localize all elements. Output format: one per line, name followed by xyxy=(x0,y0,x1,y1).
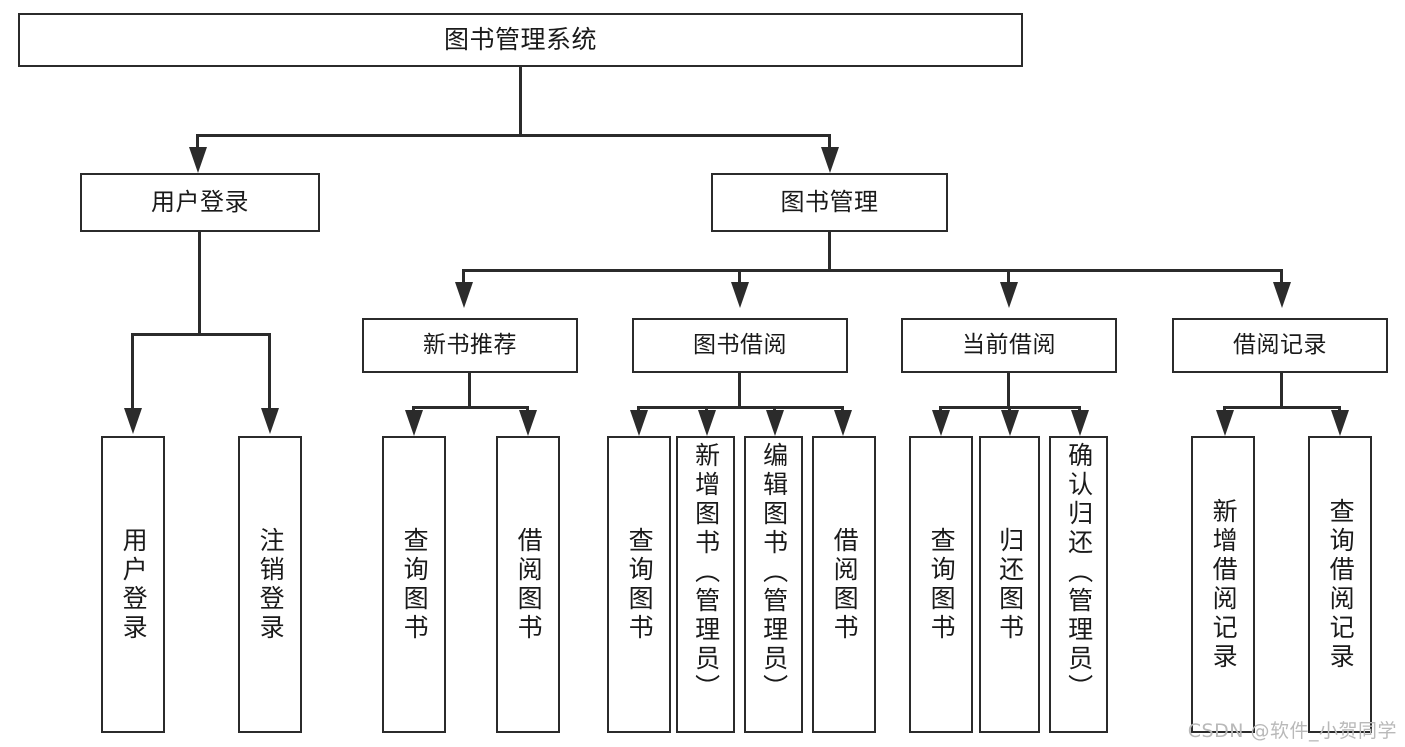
leaf-logout[interactable]: 注销登录 xyxy=(238,436,302,733)
node-book-borrow-label: 图书借阅 xyxy=(693,331,787,358)
node-root-system-label: 图书管理系统 xyxy=(443,25,597,55)
leaf-nbr-query-book[interactable]: 查询图书 xyxy=(382,436,446,733)
node-book-manage[interactable]: 图书管理 xyxy=(711,173,948,232)
leaf-cb-return-book[interactable]: 归还图书 xyxy=(979,436,1040,733)
arrowhead-leaf-nbr-query-book xyxy=(405,410,423,436)
arrowhead-leaf-logout xyxy=(261,408,279,434)
connector-book-manage-stem xyxy=(828,232,831,271)
arrowhead-leaf-cb-query-book xyxy=(932,410,950,436)
arrowhead-leaf-bb-borrow-book xyxy=(834,410,852,436)
leaf-user-login[interactable]: 用户登录 xyxy=(101,436,165,733)
leaf-bb-query-book-label: 查询图书 xyxy=(625,526,655,643)
node-borrow-record[interactable]: 借阅记录 xyxy=(1172,318,1388,373)
connector-user-login-bar xyxy=(131,333,270,336)
arrowhead-new-book-recommend xyxy=(455,282,473,308)
leaf-bb-edit-book[interactable]: 编辑图书（管理员） xyxy=(744,436,803,733)
arrowhead-borrow-record xyxy=(1273,282,1291,308)
connector-borrow-record-bar xyxy=(1223,406,1341,409)
leaf-br-add-record[interactable]: 新增借阅记录 xyxy=(1191,436,1255,733)
connector-root-to-user-login xyxy=(196,134,199,153)
connector-user-login-child-2 xyxy=(268,333,271,413)
node-book-borrow[interactable]: 图书借阅 xyxy=(632,318,848,373)
connector-book-borrow-bar xyxy=(637,406,844,409)
node-borrow-record-label: 借阅记录 xyxy=(1233,331,1327,358)
node-current-borrow[interactable]: 当前借阅 xyxy=(901,318,1117,373)
arrowhead-leaf-br-query-record xyxy=(1331,410,1349,436)
leaf-logout-label: 注销登录 xyxy=(256,526,286,643)
connector-current-borrow-stem xyxy=(1007,373,1010,408)
node-root-system[interactable]: 图书管理系统 xyxy=(18,13,1023,67)
connector-new-book-recommend-stem xyxy=(468,373,471,408)
leaf-nbr-borrow-book-label: 借阅图书 xyxy=(514,526,544,643)
node-user-login-label: 用户登录 xyxy=(151,188,249,217)
arrowhead-leaf-br-add-record xyxy=(1216,410,1234,436)
leaf-user-login-inner: 用户登录 xyxy=(103,438,163,731)
arrowhead-leaf-nbr-borrow-book xyxy=(519,410,537,436)
connector-book-manage-child-3 xyxy=(1007,269,1010,287)
leaf-cb-query-book-label: 查询图书 xyxy=(927,526,957,643)
arrowhead-current-borrow xyxy=(1000,282,1018,308)
arrowhead-book-manage xyxy=(821,147,839,173)
leaf-bb-edit-book-inner: 编辑图书（管理员） xyxy=(746,438,801,735)
watermark-text: CSDN @软件_小贺同学 xyxy=(1187,720,1397,742)
leaf-bb-edit-book-label: 编辑图书（管理员） xyxy=(759,442,789,703)
connector-root-bar xyxy=(196,134,831,137)
leaf-bb-query-book[interactable]: 查询图书 xyxy=(607,436,671,733)
leaf-cb-confirm-return-inner: 确认归还（管理员） xyxy=(1051,438,1106,735)
connector-book-manage-child-1 xyxy=(462,269,465,287)
arrowhead-book-borrow xyxy=(731,282,749,308)
leaf-cb-confirm-return[interactable]: 确认归还（管理员） xyxy=(1049,436,1108,733)
connector-book-manage-child-2 xyxy=(738,269,741,287)
leaf-bb-add-book-inner: 新增图书（管理员） xyxy=(678,438,733,735)
arrowhead-leaf-cb-confirm-return xyxy=(1071,410,1089,436)
leaf-cb-return-book-inner: 归还图书 xyxy=(981,438,1038,731)
node-user-login[interactable]: 用户登录 xyxy=(80,173,320,232)
leaf-user-login-label: 用户登录 xyxy=(119,526,149,643)
leaf-cb-query-book-inner: 查询图书 xyxy=(911,438,971,731)
leaf-cb-confirm-return-label: 确认归还（管理员） xyxy=(1064,442,1094,703)
leaf-bb-add-book[interactable]: 新增图书（管理员） xyxy=(676,436,735,733)
leaf-bb-borrow-book-inner: 借阅图书 xyxy=(814,438,874,731)
leaf-br-add-record-inner: 新增借阅记录 xyxy=(1193,438,1253,731)
leaf-nbr-query-book-inner: 查询图书 xyxy=(384,438,444,731)
arrowhead-leaf-cb-return-book xyxy=(1001,410,1019,436)
node-new-book-recommend-label: 新书推荐 xyxy=(423,331,517,358)
leaf-bb-borrow-book-label: 借阅图书 xyxy=(830,526,860,643)
leaf-logout-inner: 注销登录 xyxy=(240,438,300,731)
leaf-cb-return-book-label: 归还图书 xyxy=(995,526,1025,643)
leaf-nbr-borrow-book[interactable]: 借阅图书 xyxy=(496,436,560,733)
connector-book-manage-child-4 xyxy=(1280,269,1283,287)
connector-book-borrow-stem xyxy=(738,373,741,408)
arrowhead-leaf-bb-edit-book xyxy=(766,410,784,436)
connector-borrow-record-stem xyxy=(1280,373,1283,408)
connector-book-manage-bar xyxy=(462,269,1283,272)
leaf-nbr-borrow-book-inner: 借阅图书 xyxy=(498,438,558,731)
leaf-br-query-record-label: 查询借阅记录 xyxy=(1326,497,1356,672)
leaf-bb-add-book-label: 新增图书（管理员） xyxy=(691,442,721,703)
leaf-bb-query-book-inner: 查询图书 xyxy=(609,438,669,731)
leaf-br-query-record-inner: 查询借阅记录 xyxy=(1310,438,1370,731)
leaf-bb-borrow-book[interactable]: 借阅图书 xyxy=(812,436,876,733)
leaf-nbr-query-book-label: 查询图书 xyxy=(400,526,430,643)
arrowhead-leaf-bb-query-book xyxy=(630,410,648,436)
leaf-br-query-record[interactable]: 查询借阅记录 xyxy=(1308,436,1372,733)
connector-user-login-stem xyxy=(198,232,201,335)
arrowhead-user-login xyxy=(189,147,207,173)
leaf-br-add-record-label: 新增借阅记录 xyxy=(1209,497,1239,672)
leaf-cb-query-book[interactable]: 查询图书 xyxy=(909,436,973,733)
connector-new-book-recommend-bar xyxy=(412,406,529,409)
connector-root-stem xyxy=(519,67,522,136)
node-current-borrow-label: 当前借阅 xyxy=(962,331,1056,358)
arrowhead-leaf-user-login xyxy=(124,408,142,434)
arrowhead-leaf-bb-add-book xyxy=(698,410,716,436)
node-book-manage-label: 图书管理 xyxy=(780,188,879,217)
connector-root-to-book-manage xyxy=(828,134,831,153)
node-new-book-recommend[interactable]: 新书推荐 xyxy=(362,318,578,373)
connector-user-login-child-1 xyxy=(131,333,134,413)
